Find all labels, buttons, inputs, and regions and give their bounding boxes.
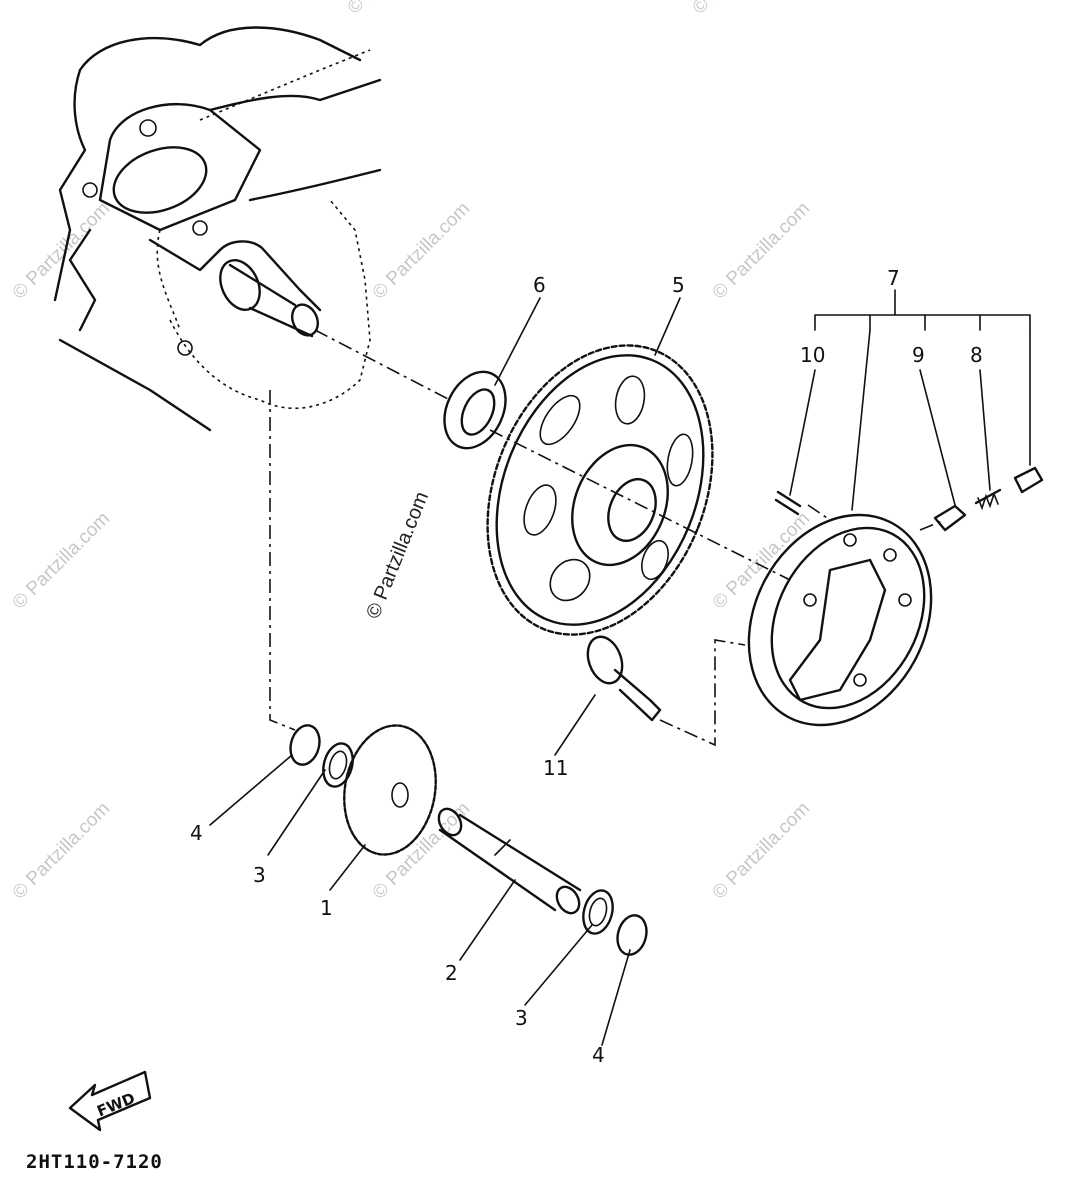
callout-10: 10: [800, 343, 825, 367]
part-5-gear: [486, 344, 714, 636]
callout-3: 3: [515, 1006, 528, 1030]
part-4-circlips: [289, 724, 648, 956]
part-3-washers: [322, 742, 614, 935]
watermark: © Partzilla.com: [9, 508, 114, 613]
fwd-label: FWD: [94, 1089, 137, 1120]
callout-9: 9: [912, 343, 925, 367]
watermark: © Partzilla.com: [9, 198, 114, 303]
callout-5: 5: [672, 273, 685, 297]
callout-2: 2: [445, 961, 458, 985]
callout-1: 1: [320, 896, 333, 920]
part-11-bolt: [586, 635, 662, 722]
watermark: © Partzilla.com: [709, 508, 814, 613]
part-1-gear: [343, 724, 437, 856]
callout-4: 4: [190, 821, 203, 845]
engine-case: [53, 26, 382, 432]
watermark: © Partzilla.com: [9, 798, 114, 903]
callout-6: 6: [533, 273, 546, 297]
watermark: © Partzilla.com: [709, 198, 814, 303]
callout-7: 7: [887, 266, 900, 290]
watermark: © Partzilla.com: [344, 0, 449, 19]
watermark: © Partzilla.com: [369, 798, 474, 903]
part-code: 2HT110-7120: [26, 1151, 163, 1173]
watermark: © Partzilla.com: [369, 198, 474, 303]
watermark: © Partzilla.com: [689, 0, 794, 19]
watermark: © Partzilla.com: [709, 798, 814, 903]
watermark-center: © Partzilla.com: [362, 489, 433, 622]
callouts: 1 2 3 3 4 4 5 6 7 8 9 10 11: [190, 266, 983, 1067]
callout-11: 11: [543, 756, 568, 780]
callout-8: 8: [970, 343, 983, 367]
fwd-arrow-icon: FWD: [68, 1070, 152, 1132]
callout-4: 4: [592, 1043, 605, 1067]
part-7-one-way-clutch: [747, 513, 933, 727]
part-2-shaft: [437, 807, 582, 915]
part-6-washer: [443, 370, 507, 450]
callout-3: 3: [253, 863, 266, 887]
small-parts: [774, 466, 1044, 532]
leader-lines: [209, 289, 1031, 1046]
center-lines: [269, 329, 946, 747]
